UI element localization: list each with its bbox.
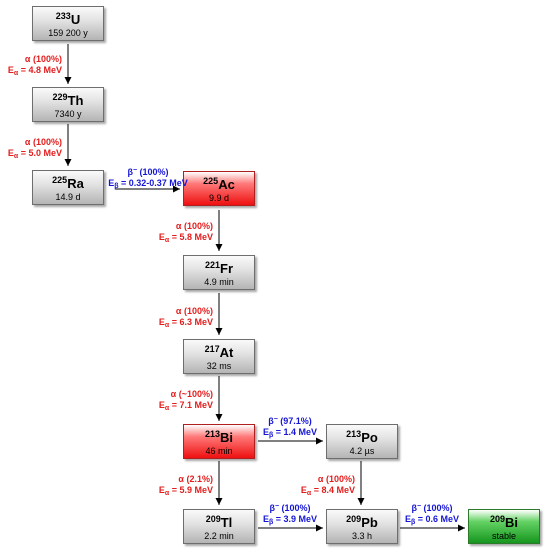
mass-number: 209 [489, 514, 506, 524]
mass-number: 209 [205, 514, 221, 524]
nuclide-bi213: 213Bi 46 min [183, 424, 255, 459]
decay-label-pb209-bi209: β− (100%) Eβ = 0.6 MeV [404, 503, 460, 526]
mass-number: 221 [204, 260, 221, 270]
mass-number: 233 [55, 11, 71, 21]
nuclide-label: 209Bi [469, 514, 539, 531]
nuclide-label: 229Th [33, 92, 103, 109]
element-symbol: Bi [220, 430, 234, 445]
nuclide-at217: 217At 32 ms [183, 339, 255, 374]
nuclide-label: 217At [184, 344, 254, 361]
nuclide-ac225: 225Ac 9.9 d [183, 171, 255, 206]
mass-number: 225 [52, 175, 68, 185]
mass-number: 217 [204, 344, 220, 354]
nuclide-fr221: 221Fr 4.9 min [183, 255, 255, 290]
half-life: 4.9 min [204, 277, 234, 287]
element-symbol: Ra [67, 176, 84, 191]
decay-label-at217-bi213: α (~100%) Eα = 7.1 MeV [158, 389, 213, 412]
decay-label-ac225-fr221: α (100%) Eα = 5.8 MeV [158, 221, 213, 244]
nuclide-label: 233U [33, 11, 103, 28]
mass-number: 225 [203, 176, 219, 186]
decay-label-ra225-ac225: β− (100%) Eβ = 0.32-0.37 MeV [108, 167, 188, 190]
nuclide-th229: 229Th 7340 y [32, 87, 104, 122]
element-symbol: Tl [220, 515, 233, 530]
nuclide-bi209: 209Bi stable [468, 509, 540, 544]
decay-label-th229-ra225: α (100%) Eα = 5.0 MeV [7, 137, 62, 160]
half-life: 32 ms [206, 361, 232, 371]
nuclide-label: 209Tl [184, 514, 254, 531]
decay-label-bi213-po213: β− (97.1%) Eβ = 1.4 MeV [262, 416, 318, 439]
nuclide-label: 225Ra [33, 175, 103, 192]
element-symbol: Th [67, 93, 84, 108]
half-life: 46 min [205, 446, 233, 456]
decay-label-tl209-pb209: β− (100%) Eβ = 3.9 MeV [262, 503, 318, 526]
element-symbol: Bi [505, 515, 519, 530]
decay-label-bi213-tl209: α (2.1%) Eα = 5.9 MeV [158, 474, 213, 497]
half-life: 14.9 d [55, 192, 81, 202]
nuclide-label: 213Bi [184, 429, 254, 446]
half-life: 159 200 y [48, 28, 88, 38]
nuclide-label: 209Pb [327, 514, 397, 531]
half-life: 9.9 d [208, 193, 230, 203]
half-life: stable [491, 531, 517, 541]
element-symbol: At [219, 345, 234, 360]
element-symbol: Po [361, 430, 378, 445]
element-symbol: U [70, 12, 81, 27]
nuclide-label: 221Fr [184, 260, 254, 277]
element-symbol: Pb [361, 515, 378, 530]
nuclide-po213: 213Po 4.2 µs [326, 424, 398, 459]
half-life: 2.2 min [204, 531, 234, 541]
nuclide-pb209: 209Pb 3.3 h [326, 509, 398, 544]
nuclide-tl209: 209Tl 2.2 min [183, 509, 255, 544]
half-life: 4.2 µs [349, 446, 375, 456]
mass-number: 213 [204, 429, 221, 439]
nuclide-u233: 233U 159 200 y [32, 6, 104, 41]
half-life: 7340 y [54, 109, 82, 119]
mass-number: 213 [346, 429, 362, 439]
element-symbol: Fr [220, 261, 234, 276]
decay-label-u233-th229: α (100%) Eα = 4.8 MeV [7, 54, 62, 77]
mass-number: 209 [346, 514, 362, 524]
nuclide-ra225: 225Ra 14.9 d [32, 170, 104, 205]
nuclide-label: 213Po [327, 429, 397, 446]
mass-number: 229 [52, 92, 68, 102]
element-symbol: Ac [218, 177, 235, 192]
decay-label-po213-pb209: α (100%) Eα = 8.4 MeV [300, 474, 355, 497]
half-life: 3.3 h [351, 531, 373, 541]
nuclide-label: 225Ac [184, 176, 254, 193]
decay-label-fr221-at217: α (100%) Eα = 6.3 MeV [158, 306, 213, 329]
